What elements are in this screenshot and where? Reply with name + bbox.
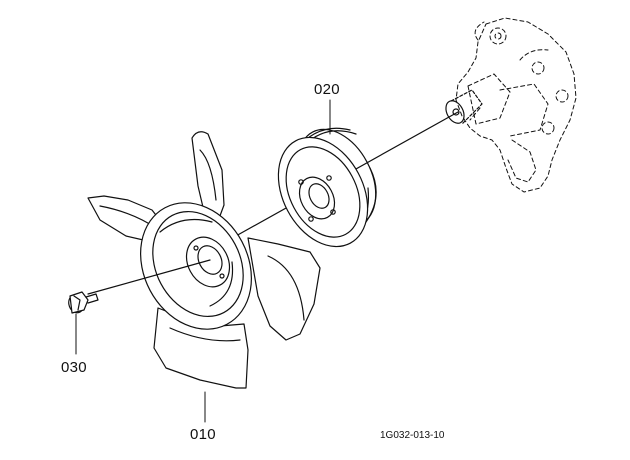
water-pump-hub — [445, 89, 483, 125]
fan-pulley-part — [277, 127, 377, 248]
part-number-010: 010 — [190, 426, 216, 443]
bolt-part — [68, 259, 211, 314]
figure-code: 1G032-013-10 — [380, 430, 445, 441]
leader-lines — [75, 99, 331, 423]
water-pump-reference — [455, 17, 577, 193]
part-number-020: 020 — [314, 81, 340, 98]
fan-blade-part — [87, 131, 321, 389]
part-number-030: 030 — [61, 359, 87, 376]
